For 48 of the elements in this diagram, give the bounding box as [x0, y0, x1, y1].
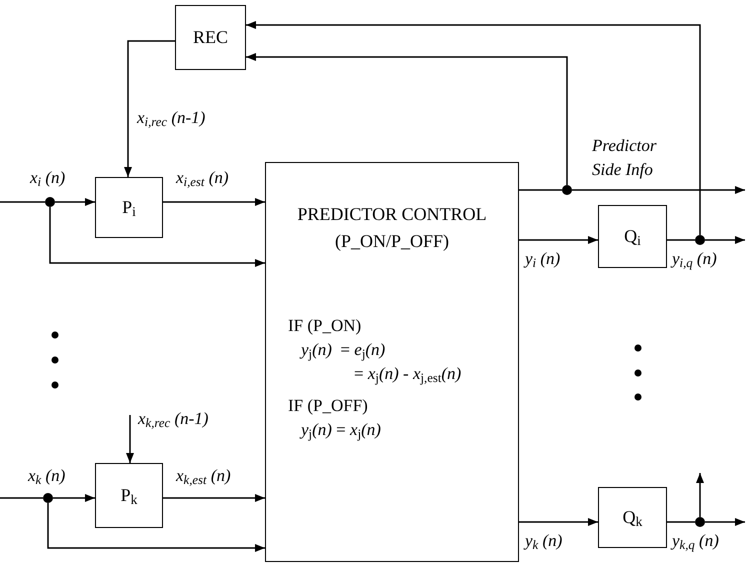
block-text: y$_{j}$(n) = x$_{j}$(n)	[301, 419, 381, 442]
signal-label: x$_{i}$ (n)	[30, 168, 66, 188]
block-label: P$_{k}$	[120, 484, 138, 509]
process-box	[175, 5, 246, 70]
signal-label: y$_{i}$ (n)	[525, 249, 560, 269]
signal-arrow	[163, 494, 265, 502]
block-label: Q$_{k}$	[622, 506, 642, 531]
signal-arrow	[55, 198, 95, 206]
signal-label: x$_{k,rec}$ (n-1)	[138, 409, 208, 429]
signal-arrow	[696, 473, 704, 517]
signal-arrow	[705, 518, 745, 526]
signal-arrow	[246, 53, 568, 185]
process-box	[95, 177, 163, 238]
block-text: y$_{j}$(n) = e$_{j}$(n)	[301, 339, 386, 362]
signal-label: x$_{k,est}$ (n)	[176, 466, 231, 486]
block-label: REC	[192, 26, 228, 49]
signal-arrow	[519, 236, 598, 244]
process-box	[598, 487, 667, 548]
signal-label: y$_{k,q}$ (n)	[672, 531, 719, 551]
signal-line	[0, 201, 45, 203]
signal-arrow	[519, 518, 598, 526]
block-text: IF (P_OFF)	[288, 395, 368, 417]
signal-line	[0, 497, 43, 499]
signal-line	[667, 239, 695, 241]
block-text: = x$_{j}$(n) - x$_{j,est}$(n)	[354, 363, 462, 386]
signal-label: y$_{i,q}$ (n)	[672, 249, 717, 269]
signal-arrow	[47, 503, 265, 552]
signal-label: y$_{k}$ (n)	[525, 531, 562, 551]
process-box	[95, 463, 163, 528]
signal-line	[519, 189, 562, 191]
control-block	[265, 162, 519, 562]
signal-line	[667, 521, 695, 523]
block-text: PREDICTOR CONTROL (P_ON/P_OFF)	[296, 203, 488, 253]
signal-arrow	[124, 40, 175, 177]
signal-arrow	[53, 494, 95, 502]
block-label: Q$_{i}$	[624, 225, 641, 250]
process-box	[598, 205, 667, 268]
signal-arrow	[246, 21, 701, 235]
block-text: IF (P_ON)	[288, 315, 362, 337]
signal-label: x$_{i,rec}$ (n-1)	[137, 108, 206, 128]
signal-arrow	[163, 198, 265, 206]
signal-arrow	[572, 186, 745, 194]
signal-arrow	[49, 207, 265, 267]
signal-arrow	[126, 415, 134, 463]
block-label: P$_{i}$	[122, 196, 136, 221]
signal-label: x$_{k}$ (n)	[28, 466, 66, 486]
signal-arrow	[705, 236, 745, 244]
signal-label: x$_{i,est}$ (n)	[176, 168, 229, 188]
